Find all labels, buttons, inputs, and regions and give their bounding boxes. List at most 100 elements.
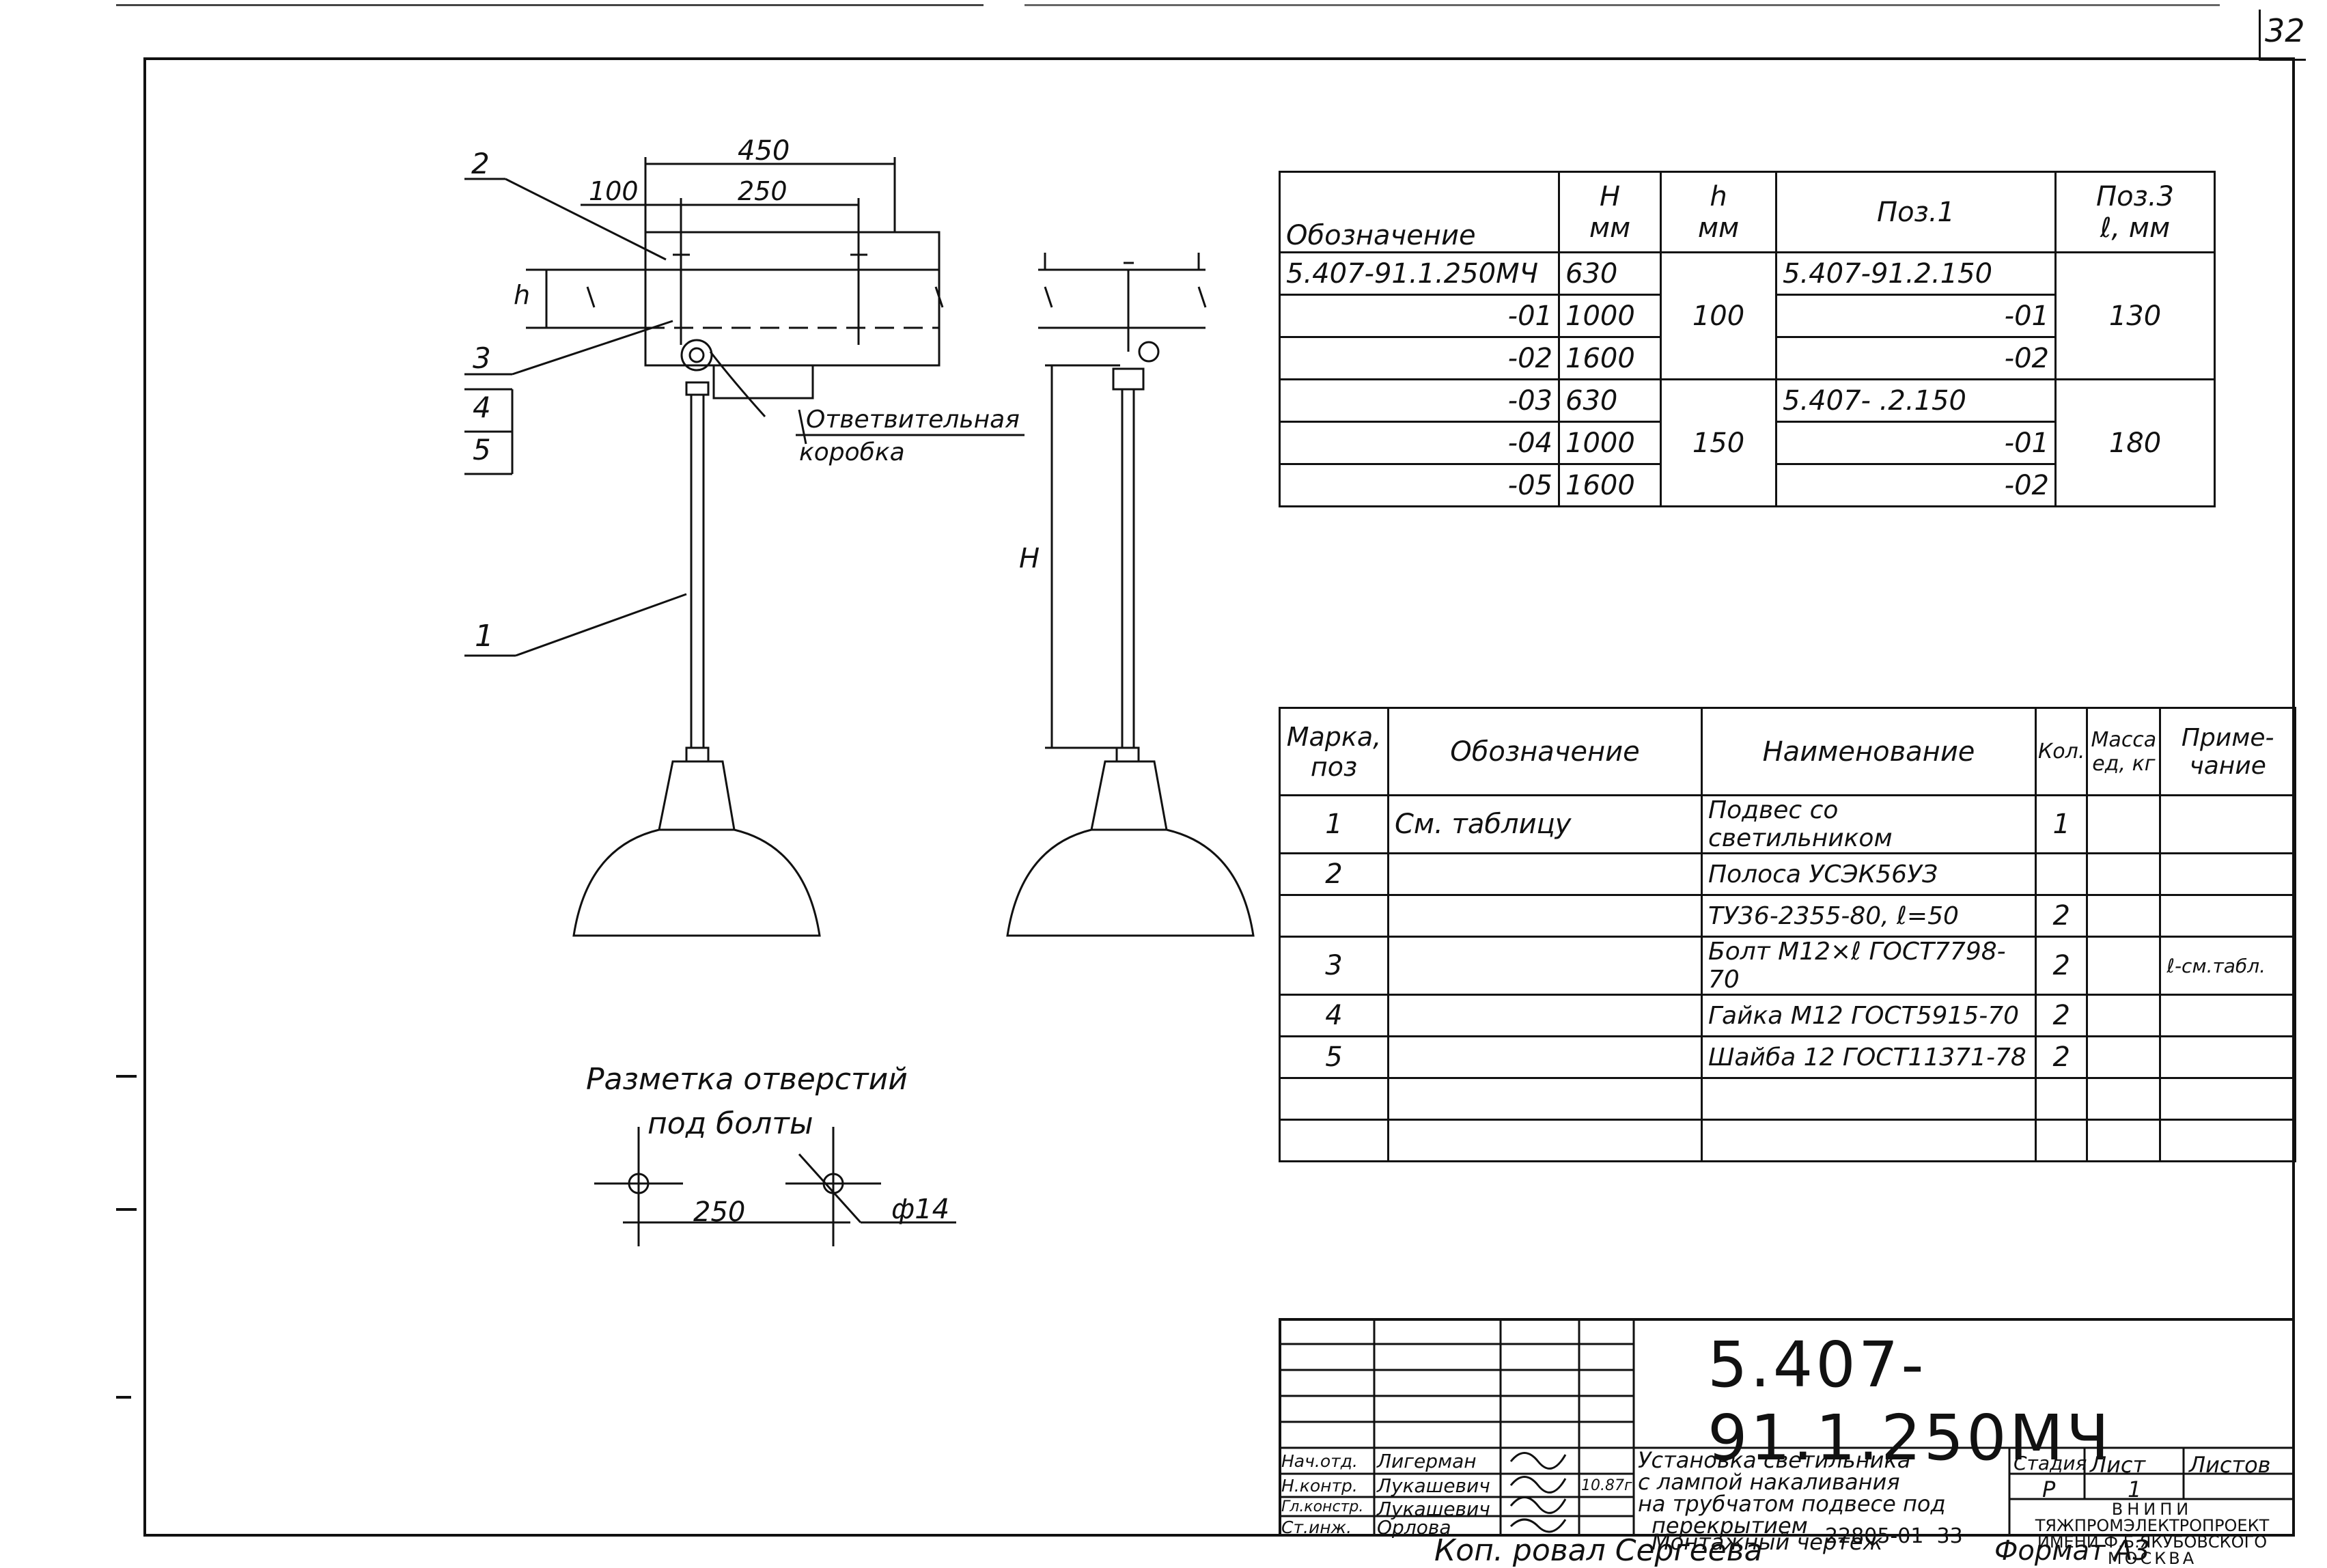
name-1: Лигерман bbox=[1377, 1450, 1477, 1472]
table-cell: -01 bbox=[1775, 421, 2057, 465]
title-line: Установка светильника bbox=[1638, 1447, 1911, 1473]
table-cell bbox=[2159, 1119, 2296, 1162]
table-cell: 3 bbox=[1279, 936, 1389, 996]
table-cell: 5.407-91.1.250МЧ bbox=[1279, 251, 1560, 296]
callout-1: 1 bbox=[475, 619, 494, 654]
table-cell: 2 bbox=[2034, 1035, 2089, 1079]
title-line: Монтажный чертеж bbox=[1652, 1529, 1883, 1555]
org-line: ТЯЖПРОМЭЛЕКТРОПРОЕКТ bbox=[2035, 1516, 2270, 1535]
table-cell: -01 bbox=[1775, 294, 2057, 338]
table-cell: -02 bbox=[1775, 463, 2057, 507]
table-cell bbox=[2159, 1077, 2296, 1121]
table-cell: 1 bbox=[2034, 794, 2089, 854]
table-cell bbox=[2086, 994, 2162, 1037]
table-cell bbox=[1279, 894, 1389, 938]
table-cell: 2 bbox=[2034, 936, 2089, 996]
table-cell bbox=[1701, 1119, 2037, 1162]
callout-3: 3 bbox=[473, 341, 491, 375]
lamp-neck bbox=[658, 760, 736, 831]
format: Формат А3 bbox=[1994, 1535, 2150, 1567]
hole-marking-title-1: Разметка отверстий bbox=[586, 1062, 908, 1097]
organization: ВНИПИ ТЯЖПРОМЭЛЕКТРОПРОЕКТ ИМЕНИ Ф.Б.ЯКУ… bbox=[2011, 1501, 2293, 1567]
table-cell bbox=[2086, 1077, 2162, 1121]
table-cell bbox=[2086, 794, 2162, 854]
table-cell: ℓ-см.табл. bbox=[2159, 936, 2296, 996]
col-qty: Кол. bbox=[2034, 707, 2089, 796]
table-cell: 5.407-91.2.150 bbox=[1775, 251, 2057, 296]
table-cell bbox=[2159, 994, 2296, 1037]
date: 10.87г. bbox=[1581, 1477, 1637, 1494]
col-mass: Масса ед, кг bbox=[2086, 707, 2162, 796]
table-cell: См. таблицу bbox=[1387, 794, 1703, 854]
title-line: на трубчатом подвесе под bbox=[1638, 1491, 1946, 1517]
title-block bbox=[1279, 1318, 2295, 1537]
scan-line bbox=[1025, 4, 2220, 6]
table-cell: 150 bbox=[1660, 378, 1777, 507]
hole-marking-title-2: под болты bbox=[647, 1106, 813, 1141]
drawing-title: Установка светильника с лампой накаливан… bbox=[1638, 1449, 1946, 1553]
table-cell: -03 bbox=[1279, 378, 1560, 423]
stage-header: Стадия bbox=[2014, 1452, 2087, 1474]
table-cell: 180 bbox=[2054, 378, 2216, 507]
table-cell: 1 bbox=[1279, 794, 1389, 854]
callout-4: 4 bbox=[473, 391, 491, 424]
hole-diameter: ф14 bbox=[891, 1194, 950, 1225]
table-cell: ТУ36-2355-80, ℓ=50 bbox=[1701, 894, 2037, 938]
table-cell bbox=[1387, 936, 1703, 996]
col-name: Наименование bbox=[1701, 707, 2037, 796]
table-cell bbox=[2159, 852, 2296, 896]
col-designation: Обозначение bbox=[1387, 707, 1703, 796]
table-cell bbox=[2086, 894, 2162, 938]
table-cell: 2 bbox=[2034, 894, 2089, 938]
table-cell bbox=[1279, 1119, 1389, 1162]
stage-value: Р bbox=[2042, 1476, 2056, 1502]
table-cell bbox=[2034, 852, 2089, 896]
table-cell bbox=[2086, 852, 2162, 896]
table-cell: 1600 bbox=[1558, 336, 1662, 380]
title-line: перекрытием bbox=[1652, 1513, 1808, 1539]
table-cell: -02 bbox=[1279, 336, 1560, 380]
table-cell: -05 bbox=[1279, 463, 1560, 507]
role-4: Ст.инж. bbox=[1281, 1517, 1352, 1537]
col-pos3: Поз.3 ℓ, мм bbox=[2054, 171, 2216, 253]
page-number: 32 bbox=[2265, 12, 2305, 49]
table-cell: 1000 bbox=[1558, 421, 1662, 465]
hook bbox=[680, 339, 713, 372]
name-2: Лукашевич bbox=[1377, 1474, 1490, 1497]
table-cell: 1000 bbox=[1558, 294, 1662, 338]
table-cell: 5 bbox=[1279, 1035, 1389, 1079]
table-cell: 630 bbox=[1558, 378, 1662, 423]
table-cell bbox=[1387, 994, 1703, 1037]
table-cell: 630 bbox=[1558, 251, 1662, 296]
table-cell bbox=[2034, 1077, 2089, 1121]
hole-spacing: 250 bbox=[693, 1196, 746, 1228]
table-cell: -01 bbox=[1279, 294, 1560, 338]
table-cell bbox=[2159, 1035, 2296, 1079]
table-cell: 130 bbox=[2054, 251, 2216, 380]
table-cell bbox=[1387, 894, 1703, 938]
fixture-drawing bbox=[464, 157, 1255, 1246]
callout-2: 2 bbox=[471, 147, 490, 180]
margin-tick bbox=[116, 1075, 137, 1078]
margin-tick bbox=[116, 1208, 137, 1211]
table-cell: 2 bbox=[1279, 852, 1389, 896]
sheet-header: Лист bbox=[2090, 1452, 2146, 1478]
table-cell: -04 bbox=[1279, 421, 1560, 465]
title-line: с лампой накаливания bbox=[1638, 1469, 1900, 1495]
scan-line bbox=[116, 4, 984, 6]
table-cell: 100 bbox=[1660, 251, 1777, 380]
name-3: Лукашевич bbox=[1377, 1498, 1490, 1520]
table-cell bbox=[1701, 1077, 2037, 1121]
table-cell: 2 bbox=[2034, 994, 2089, 1037]
sheet-value: 1 bbox=[2128, 1476, 2142, 1502]
table-cell bbox=[1387, 1035, 1703, 1079]
dim-center: 250 bbox=[738, 176, 788, 206]
table-cell bbox=[1387, 1119, 1703, 1162]
col-designation: Обозначение bbox=[1279, 171, 1560, 253]
copied-by: Коп. ровал Сергеева bbox=[1434, 1533, 1763, 1568]
table-row bbox=[1279, 1119, 2296, 1162]
bolt-hole bbox=[628, 1173, 650, 1194]
